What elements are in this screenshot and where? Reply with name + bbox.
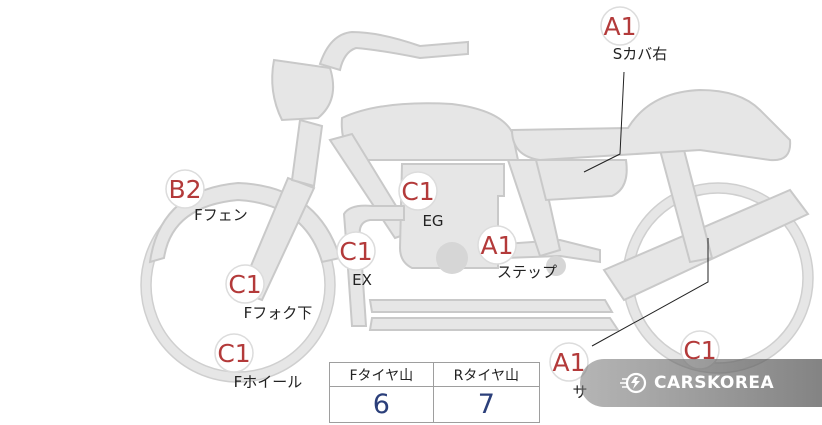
svg-text:ステップ: ステップ xyxy=(497,263,557,281)
leader-line-muffler xyxy=(591,238,709,347)
handlebar xyxy=(318,30,469,72)
label-front-fender: B2 Fフェン xyxy=(165,169,248,224)
svg-text:EX: EX xyxy=(352,271,372,289)
leader-line-side-cover xyxy=(583,71,625,173)
front-tire-value: 6 xyxy=(329,386,434,423)
watermark-text: CARSKOREA xyxy=(654,373,775,393)
carskorea-watermark: CARSKOREA xyxy=(580,359,822,407)
muffler-link xyxy=(368,317,620,331)
engine-cover xyxy=(436,242,468,274)
label-exhaust: C1 EX xyxy=(336,231,376,289)
svg-text:C1: C1 xyxy=(339,237,372,266)
svg-text:C1: C1 xyxy=(217,339,250,368)
label-front-wheel: C1 Fホイール xyxy=(214,333,303,391)
label-engine: C1 EG xyxy=(398,171,444,230)
svg-text:B2: B2 xyxy=(168,175,201,204)
label-step: A1 ステップ xyxy=(477,225,557,281)
front-tire-header: Fタイヤ山 xyxy=(329,362,434,387)
carskorea-logo-icon xyxy=(620,372,647,394)
label-muffler: A1 サ xyxy=(549,342,589,401)
fork-stem xyxy=(290,118,324,188)
svg-text:Fフォク下: Fフォク下 xyxy=(244,304,313,322)
tire-tread-table: Fタイヤ山 Rタイヤ山 6 7 xyxy=(329,362,541,423)
seat xyxy=(510,88,792,162)
svg-text:Fフェン: Fフェン xyxy=(194,206,248,224)
side-cover xyxy=(534,159,628,202)
svg-text:A1: A1 xyxy=(603,12,636,41)
headlight xyxy=(271,58,334,122)
rear-frame xyxy=(506,159,562,258)
svg-text:C1: C1 xyxy=(228,270,261,299)
svg-text:A1: A1 xyxy=(552,348,585,377)
step-knob xyxy=(546,256,566,276)
svg-text:EG: EG xyxy=(422,212,443,230)
label-side-cover: A1 Sカバ右 xyxy=(600,6,668,63)
svg-text:C1: C1 xyxy=(401,177,434,206)
rear-tire-header: Rタイヤ山 xyxy=(432,362,541,387)
svg-text:Sカバ右: Sカバ右 xyxy=(613,45,668,63)
label-front-fork-lower: C1 Fフォク下 xyxy=(225,264,313,322)
svg-text:Fホイール: Fホイール xyxy=(234,373,303,391)
svg-text:A1: A1 xyxy=(480,231,513,260)
rear-tire-value: 7 xyxy=(432,386,541,423)
fuel-tank xyxy=(340,102,520,161)
frame-down xyxy=(368,299,614,313)
